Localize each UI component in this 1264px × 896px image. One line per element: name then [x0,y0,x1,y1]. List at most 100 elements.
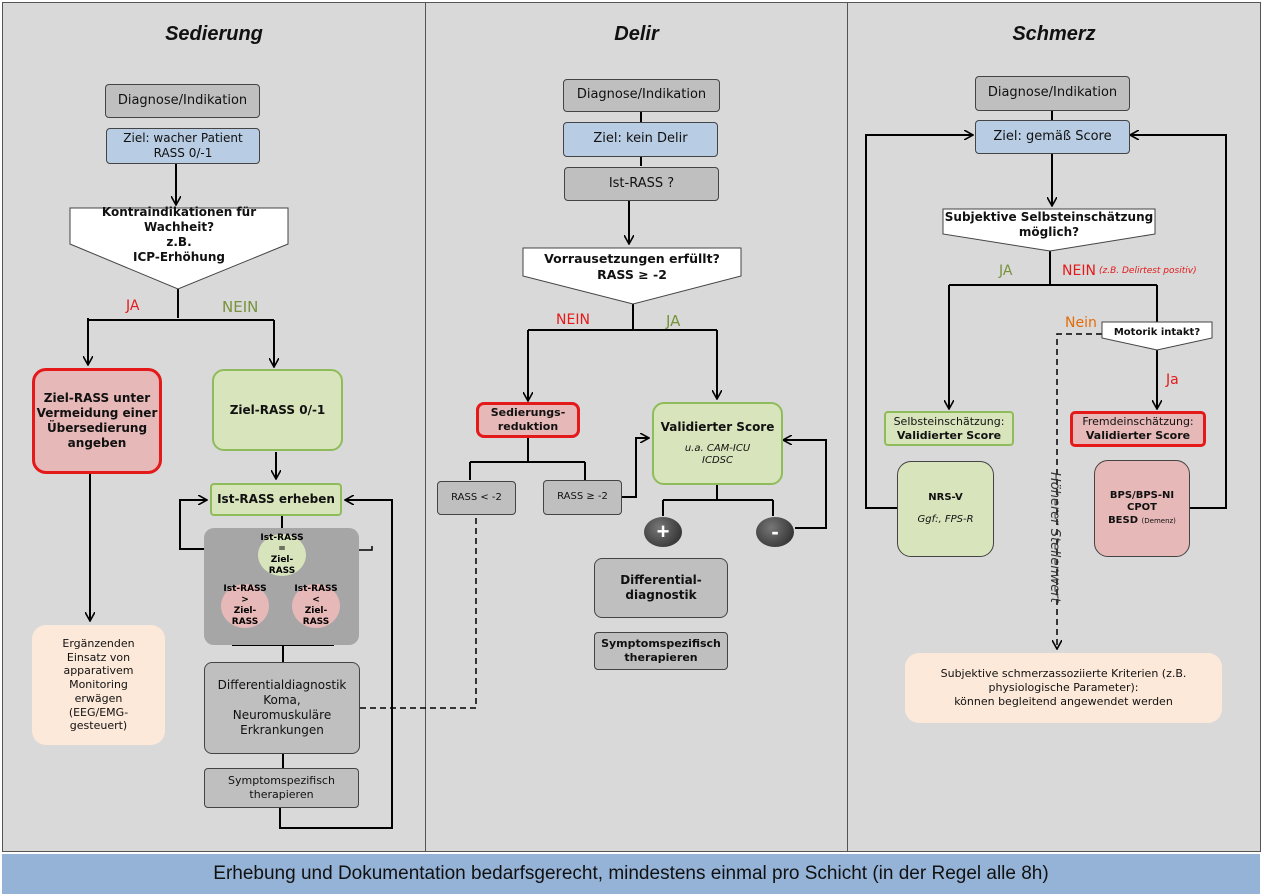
sed-ziel-box: Ziel: wacher Patient RASS 0/-1 [106,128,260,164]
sed-ergaenz-line5: erwägen [74,691,123,705]
delir-rass-ge-box: RASS ≥ -2 [543,480,622,515]
sed-lt-line3: Ziel-RASS [302,606,330,627]
sed-ergaenz-line6: (EEG/EMG- [68,705,129,719]
sed-ergaenz-line7: gesteuert) [69,719,128,733]
sed-gt-line1: Ist-RASS [223,584,267,595]
decision-selbsteinschaetzung-shape [942,208,1156,252]
sed-eq-line1: Ist-RASS [260,533,304,544]
delir-ziel-box: Ziel: kein Delir [563,122,718,157]
sed-diagnose-box: Diagnose/Indikation [105,84,260,118]
schmerz-diagnose-box: Diagnose/Indikation [975,76,1130,111]
sed-ziel-line1: Ziel: wacher Patient [123,131,243,145]
schmerz-fremd-box: Fremdeinschätzung: Validierter Score [1070,411,1206,447]
delir-plus-icon: + [644,517,682,547]
delir-nein-label: NEIN [556,312,590,328]
sed-ergaenz-line4: Monitoring [69,678,128,692]
sed-lt-line1: Ist-RASS [294,584,338,595]
delir-val-title: Validierter Score [660,419,775,434]
sed-ergaenz-line2: Einsatz von [66,650,131,664]
sed-kontra-line1: Kontraindikationen für Wachheit? [101,205,257,234]
decision-kontraindikation-shape [69,207,289,290]
delir-rass-lt-text: RASS < -2 [451,491,502,503]
delir-sed-line2: reduktion [497,420,559,433]
delir-rass-ge-text: RASS ≥ -2 [557,491,608,503]
schmerz-nrs-box: NRS-V Ggf:, FPS-R [897,461,994,557]
schmerz-kriterien-box: Subjektive schmerzassoziierte Kriterien … [905,653,1222,723]
sed-diff-line2: Koma, [263,693,301,707]
delir-symptom-box: Symptomspezifisch therapieren [594,632,728,670]
schmerz-nein-label: NEIN [1062,263,1096,279]
delir-diagnose-text: Diagnose/Indikation [576,87,707,103]
delir-sed-line1: Sedierungs- [490,406,566,420]
delir-vorr-line1: Vorrausetzungen erfüllt? [544,251,720,267]
delir-sympt-line1: Symptomspezifisch [601,637,721,651]
schmerz-bps-line3: BESD [1108,514,1139,526]
sed-ergaenz-line1: Ergänzenden [62,636,135,650]
delir-diff-line2: diagnostik [625,588,697,602]
schmerz-selbst-box: Selbsteinschätzung: Validierter Score [884,411,1014,446]
schmerz-bps-line2: CPOT [1127,502,1157,514]
schmerz-ja-small-label: Ja [1166,372,1179,388]
decision-vorraussetzungen-shape [522,247,742,305]
sed-ergaenzend-box: Ergänzenden Einsatz von apparativem Moni… [32,625,165,745]
delir-vorr-text: Vorrausetzungen erfüllt? RASS ≥ -2 [523,249,741,285]
schmerz-subj-line1: Subjektive Selbsteinschätzung [944,210,1154,224]
schmerz-motorik-text: Motorik intakt? [1102,324,1212,342]
schmerz-diagnose-text: Diagnose/Indikation [987,85,1118,101]
delir-differential-box: Differential- diagnostik [594,558,728,618]
panel-title-schmerz: Schmerz [1012,23,1096,45]
sed-zielrass-green-box: Ziel-RASS 0/-1 [212,369,343,451]
sed-gt-line2: > [241,595,249,606]
delir-diagnose-box: Diagnose/Indikation [563,79,720,112]
sed-diagnose-text: Diagnose/Indikation [117,92,248,108]
schmerz-bps-box: BPS/BPS-NI CPOT BESD (Demenz) [1094,460,1190,557]
schmerz-ziel-box: Ziel: gemäß Score [975,120,1130,154]
schmerz-hoeher-label: Höherer Stellenwert [1047,472,1062,603]
sed-symptom-box: Symptomspezifisch therapieren [204,768,359,808]
sed-sympt-line1: Symptomspezifisch [228,774,335,788]
schmerz-nein-small-label: Nein [1065,315,1097,331]
sed-differential-box: Differentialdiagnostik Koma, Neuromuskul… [204,662,360,754]
delir-sedierungsreduktion-box: Sedierungs- reduktion [476,402,580,438]
sed-nein-label: NEIN [222,298,259,316]
sed-zielrass-red-line1: Ziel-RASS unter [43,391,151,405]
schmerz-krit-line2: physiologische Parameter): [988,681,1139,695]
sed-sympt-line2: therapieren [249,788,314,801]
schmerz-selbst-line1: Selbsteinschätzung: [893,414,1005,428]
schmerz-ja-label: JA [999,263,1013,279]
delir-sympt-line2: therapieren [624,651,698,664]
sed-ist-rass-box: Ist-RASS erheben [210,483,342,516]
panel-title-sedierung: Sedierung [165,23,263,45]
schmerz-fremd-line2: Validierter Score [1085,429,1191,442]
delir-ja-label: JA [666,312,681,330]
sed-gt-line3: Ziel-RASS [231,606,259,627]
delir-val-line1: u.a. CAM-ICU [684,442,751,454]
sed-diff-line3: Neuromuskuläre [232,708,332,722]
sed-zielrass-red-line3: Übersedierung [46,421,148,435]
schmerz-selbst-line2: Validierter Score [896,428,1002,442]
schmerz-bps-note: (Demenz) [1141,516,1176,525]
sed-ist-rass-text: Ist-RASS erheben [217,492,335,506]
sed-ziel-line2: RASS 0/-1 [153,146,213,160]
panel-title-delir: Delir [614,23,659,45]
delir-validierter-score-box: Validierter Score u.a. CAM-ICU ICDSC [652,402,783,485]
delir-ziel-text: Ziel: kein Delir [593,131,688,147]
footer-text: Erhebung und Dokumentation bedarfsgerech… [213,863,1049,884]
delir-minus-icon: - [756,517,794,547]
schmerz-fremd-line1: Fremdeinschätzung: [1082,415,1194,429]
schmerz-krit-line1: Subjektive schmerzassoziierte Kriterien … [940,667,1187,681]
sed-zielrass-red-line2: Vermeidung einer [36,406,158,420]
schmerz-bps-line1: BPS/BPS-NI [1109,489,1175,501]
sed-rass-greater-circle: Ist-RASS > Ziel-RASS [221,584,269,628]
schmerz-nrs-line2: Ggf:, FPS-R [917,514,974,525]
footer-banner: Erhebung und Dokumentation bedarfsgerech… [2,854,1260,894]
sed-ergaenz-line3: apparativem [63,664,134,678]
sed-kontra-text: Kontraindikationen für Wachheit? z.B. IC… [70,205,288,264]
schmerz-motorik-line: Motorik intakt? [1113,326,1201,338]
schmerz-nrs-line1: NRS-V [928,491,963,503]
sed-eq-line2: = [278,544,286,555]
sed-rass-equal-circle: Ist-RASS = Ziel-RASS [258,533,306,576]
sed-rass-less-circle: Ist-RASS < Ziel-RASS [292,584,340,628]
delir-rass-lt-box: RASS < -2 [437,481,516,515]
